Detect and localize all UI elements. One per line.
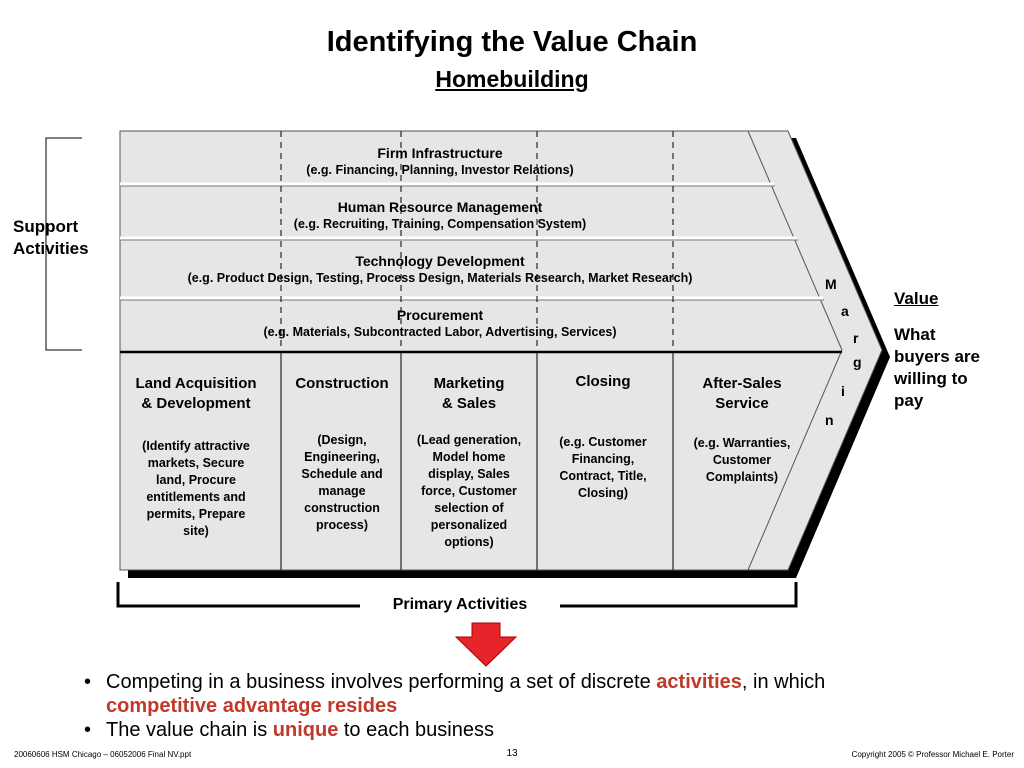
primary-title-construction: Construction bbox=[295, 375, 389, 392]
primary-title-land: Land Acquisition & Development bbox=[135, 375, 257, 412]
bullet-text: The value chain is bbox=[106, 719, 273, 741]
margin-letter: i bbox=[841, 383, 845, 399]
primary-title-closing: Closing bbox=[575, 373, 631, 390]
support-hrm: Human Resource Management (e.g. Recruiti… bbox=[120, 198, 760, 233]
bullet-highlight: activities bbox=[656, 671, 742, 693]
value-description: What buyers are willing to pay bbox=[894, 325, 980, 410]
bullet-text: Competing in a business involves perform… bbox=[106, 671, 657, 693]
page-number: 13 bbox=[506, 748, 518, 759]
support-bracket bbox=[45, 137, 82, 351]
bullet-item: • Competing in a business involves perfo… bbox=[84, 670, 984, 718]
slide-title: Identifying the Value Chain bbox=[326, 26, 698, 58]
value-heading: Value bbox=[894, 289, 939, 308]
support-title: Human Resource Management bbox=[337, 199, 543, 215]
support-title: Firm Infrastructure bbox=[377, 145, 503, 161]
primary-activities-label: Primary Activities bbox=[360, 596, 560, 614]
primary-title-marketing: Marketing & Sales bbox=[433, 375, 505, 412]
primary-detail-marketing: (Lead generation, Model home display, Sa… bbox=[416, 433, 522, 549]
support-title: Technology Development bbox=[355, 253, 525, 269]
bullet-text: to each business bbox=[338, 719, 494, 741]
support-activities-label: Support Activities bbox=[13, 217, 89, 258]
margin-divider-lower bbox=[747, 349, 843, 571]
margin-letter: g bbox=[853, 354, 862, 370]
footer-copyright: Copyright 2005 © Professor Michael E. Po… bbox=[851, 750, 1014, 759]
support-detail: (e.g. Product Design, Testing, Process D… bbox=[187, 271, 693, 285]
bullet-line: Competing in a business involves perform… bbox=[106, 670, 825, 694]
primary-detail-land: (Identify attractive markets, Secure lan… bbox=[142, 439, 250, 538]
support-detail: (e.g. Materials, Subcontracted Labor, Ad… bbox=[263, 325, 617, 339]
primary-detail-closing: (e.g. Customer Financing, Contract, Titl… bbox=[559, 435, 647, 500]
bullet-line: The value chain is unique to each busine… bbox=[106, 718, 494, 742]
primary-title-after-sales: After-Sales Service bbox=[702, 375, 782, 412]
bullet-text: , in which bbox=[741, 671, 826, 693]
margin-letter: M bbox=[825, 276, 837, 292]
bullet-highlight: unique bbox=[272, 719, 339, 741]
support-technology-development: Technology Development (e.g. Product Des… bbox=[120, 252, 760, 287]
slide-subtitle: Homebuilding bbox=[435, 66, 589, 92]
support-procurement: Procurement (e.g. Materials, Subcontract… bbox=[120, 306, 760, 341]
support-title: Procurement bbox=[396, 307, 484, 323]
support-detail: (e.g. Financing, Planning, Investor Rela… bbox=[306, 163, 574, 177]
down-arrow-icon bbox=[454, 622, 518, 667]
primary-detail-construction: (Design, Engineering, Schedule and manag… bbox=[301, 433, 383, 532]
chain-body bbox=[119, 130, 883, 571]
footer-filename: 20060606 HSM Chicago – 06052006 Final NV… bbox=[14, 750, 192, 759]
support-detail: (e.g. Recruiting, Training, Compensation… bbox=[293, 217, 587, 231]
bullet-highlight: competitive advantage resides bbox=[106, 695, 398, 717]
bullet-dot: • bbox=[84, 719, 92, 741]
primary-detail-after-sales: (e.g. Warranties, Customer Complaints) bbox=[693, 436, 791, 484]
margin-letter: n bbox=[825, 412, 834, 428]
margin-letter: a bbox=[841, 303, 849, 319]
bullet-item: • The value chain is unique to each busi… bbox=[84, 718, 984, 742]
support-firm-infrastructure: Firm Infrastructure (e.g. Financing, Pla… bbox=[120, 144, 760, 179]
margin-letter: r bbox=[853, 330, 859, 346]
bullet-dot: • bbox=[84, 671, 92, 693]
